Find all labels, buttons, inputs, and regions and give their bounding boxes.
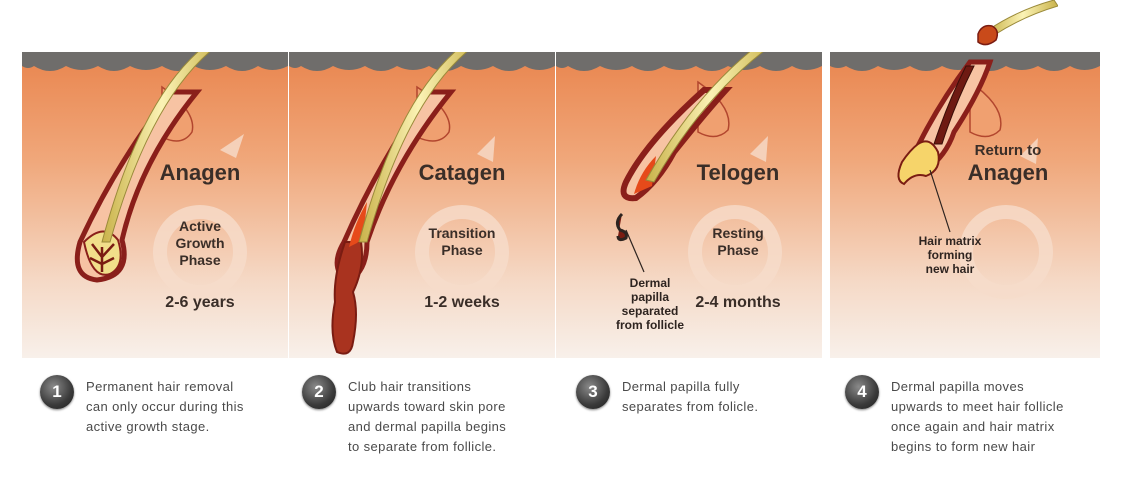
annotation-line3: separated <box>602 304 698 318</box>
step-text-line: Dermal papilla moves <box>891 377 1111 397</box>
step-description: Club hair transitions upwards toward ski… <box>348 377 548 457</box>
step-text-line: upwards toward skin pore <box>348 397 548 417</box>
annotation-line4: from follicle <box>602 318 698 332</box>
phase-duration: 1-2 weeks <box>404 294 520 312</box>
phase-subtitle-line3: Phase <box>152 252 248 269</box>
skin-surface <box>289 52 555 71</box>
skin-layer <box>22 52 288 358</box>
phase-title: Anagen <box>152 160 248 186</box>
phase-duration: 2-6 years <box>142 294 258 312</box>
step-number-badge: 3 <box>576 375 610 409</box>
step-text-line: Dermal papilla fully <box>622 377 822 397</box>
step-text-line: Permanent hair removal <box>86 377 286 397</box>
step-description: Permanent hair removal can only occur du… <box>86 377 286 437</box>
phase-subtitle-line1: Resting <box>686 225 790 242</box>
step-text-line: active growth stage. <box>86 417 286 437</box>
step-number-badge: 2 <box>302 375 336 409</box>
panel-return-to-anagen: Return to Anagen Hair matrix forming new… <box>830 52 1100 358</box>
panel-catagen: Catagen Transition Phase 1-2 weeks <box>289 52 555 358</box>
phase-subtitle-line1: Active <box>152 218 248 235</box>
phase-title-line1: Return to <box>960 142 1056 159</box>
panel-telogen: Telogen Resting Phase 2-4 months Dermal … <box>556 52 822 358</box>
phase-subtitle-line2: Growth <box>152 235 248 252</box>
step-text-line: and dermal papilla begins <box>348 417 548 437</box>
phase-subtitle-line1: Transition <box>409 225 515 242</box>
step-description: Dermal papilla fully separates from foli… <box>622 377 822 417</box>
annotation-line2: papilla <box>602 290 698 304</box>
step-text-line: begins to form new hair <box>891 437 1111 457</box>
step-number-badge: 4 <box>845 375 879 409</box>
phase-title: Anagen <box>960 160 1056 186</box>
step-description: Dermal papilla moves upwards to meet hai… <box>891 377 1111 457</box>
step-text-line: to separate from follicle. <box>348 437 548 457</box>
phase-title: Telogen <box>686 160 790 186</box>
phase-subtitle-line2: Phase <box>409 242 515 259</box>
panel-anagen: Anagen Active Growth Phase 2-6 years <box>22 52 288 358</box>
anagen-illustration <box>22 52 288 358</box>
step-text-line: once again and hair matrix <box>891 417 1111 437</box>
step-text-line: can only occur during this <box>86 397 286 417</box>
shed-hair-fragment <box>968 0 1058 52</box>
phase-subtitle-line2: Phase <box>686 242 790 259</box>
annotation-line2: forming <box>902 248 998 262</box>
catagen-illustration <box>289 52 555 358</box>
step-text-line: upwards to meet hair follicle <box>891 397 1111 417</box>
annotation-line1: Dermal <box>602 276 698 290</box>
step-text-line: separates from folicle. <box>622 397 822 417</box>
phase-title: Catagen <box>409 160 515 186</box>
annotation-line1: Hair matrix <box>902 234 998 248</box>
skin-surface <box>22 52 288 71</box>
skin-surface <box>556 52 822 71</box>
return-to-anagen-illustration <box>830 52 1100 358</box>
annotation-line3: new hair <box>902 262 998 276</box>
step-text-line: Club hair transitions <box>348 377 548 397</box>
step-number-badge: 1 <box>40 375 74 409</box>
